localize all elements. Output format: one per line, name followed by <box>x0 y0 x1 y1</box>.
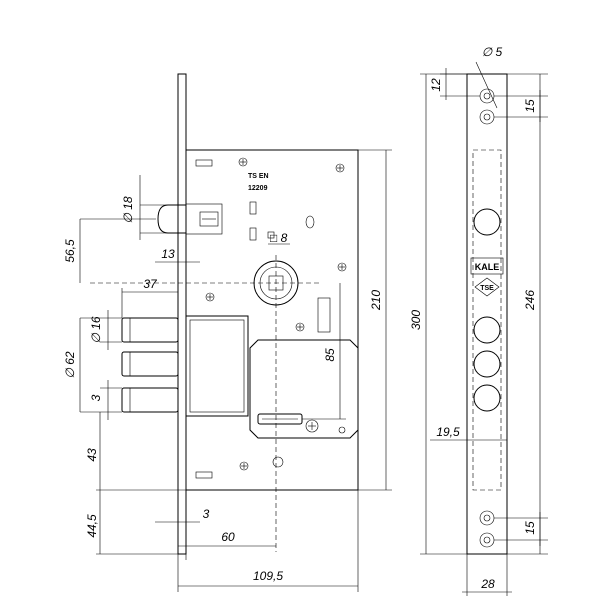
dim-height-300: 300 <box>409 310 423 330</box>
dim-faceplate-3: 3 <box>203 507 210 521</box>
screw-icon <box>239 461 249 471</box>
deadbolt-inner <box>189 319 245 413</box>
dim-top-hole-spacing-15: 15 <box>523 99 537 113</box>
dim-height-246: 246 <box>523 290 537 311</box>
vertical-slot <box>317 297 331 333</box>
bolt-opening <box>473 316 501 344</box>
dim-44-5: 44,5 <box>85 514 99 538</box>
dim-56-5: 56,5 <box>63 239 77 263</box>
slot-bottom <box>195 471 213 479</box>
mounting-hole <box>479 510 495 526</box>
tse-badge: TSE <box>474 277 500 297</box>
slot-top <box>195 159 213 167</box>
oval-hole <box>305 215 315 229</box>
dim-width-109-5: 109,5 <box>253 569 283 583</box>
latch-opening <box>473 208 501 236</box>
case-hole <box>272 456 284 468</box>
dim-85: 85 <box>323 348 337 362</box>
dim-width-19-5: 19,5 <box>436 425 460 439</box>
latch-window <box>199 211 219 227</box>
faceplate-front <box>466 73 508 555</box>
standard-label-line1: TS EN <box>248 173 269 180</box>
dim-bolt-span-62: ∅ 62 <box>63 351 77 378</box>
latch-bolt <box>157 204 186 234</box>
dim-backset-60: 60 <box>221 530 235 544</box>
slot-small-1 <box>249 201 257 215</box>
screw-icon <box>295 322 305 332</box>
dim-offset-13: 13 <box>161 247 175 261</box>
dim-top-offset-12: 12 <box>429 78 443 92</box>
kale-logo: KALE <box>470 257 504 275</box>
screw-icon <box>337 262 347 272</box>
dim-cylinder-diameter-18: ∅ 18 <box>121 196 135 223</box>
screw-icon <box>305 419 319 433</box>
dim-bottom-hole-spacing-15: 15 <box>523 521 537 535</box>
screw-icon <box>238 157 248 167</box>
lock-body-side-view: TS EN 12209 <box>121 73 359 555</box>
dim-bolt-gap-3: 3 <box>89 394 103 401</box>
slot-small-2 <box>249 227 257 241</box>
dim-width-28: 28 <box>480 577 495 591</box>
dim-height-210: 210 <box>369 290 383 311</box>
mounting-hole <box>479 109 495 125</box>
screw-icon <box>335 163 345 173</box>
deadbolt-block <box>185 315 249 417</box>
latch-housing <box>185 203 223 235</box>
case-outline-hidden <box>472 149 502 491</box>
dim-bolt-diameter-16: ∅ 16 <box>89 316 103 343</box>
dimension-lines-right <box>420 61 548 596</box>
screw-icon <box>205 292 215 302</box>
dim-43: 43 <box>85 448 99 462</box>
faceplate-front-view: KALE TSE <box>466 73 508 555</box>
cylinder-plate <box>249 339 359 439</box>
dim-hole-diameter-5: ∅ 5 <box>482 45 503 59</box>
brand-logo-text: KALE <box>475 262 500 272</box>
bolt-opening <box>473 350 501 378</box>
deadbolt-pins <box>121 317 179 413</box>
square-marker <box>267 231 275 239</box>
brand-badge-text: TSE <box>480 285 494 292</box>
plate-hole <box>338 426 346 434</box>
dim-37: 37 <box>143 277 158 291</box>
faceplate-side <box>177 73 187 555</box>
dimension-lines-left <box>79 149 392 592</box>
dim-square-8: □ 8 <box>270 231 288 245</box>
mounting-hole <box>479 532 495 548</box>
standard-label-line2: 12209 <box>248 185 268 192</box>
bolt-opening <box>473 384 501 412</box>
mounting-hole <box>479 88 495 104</box>
